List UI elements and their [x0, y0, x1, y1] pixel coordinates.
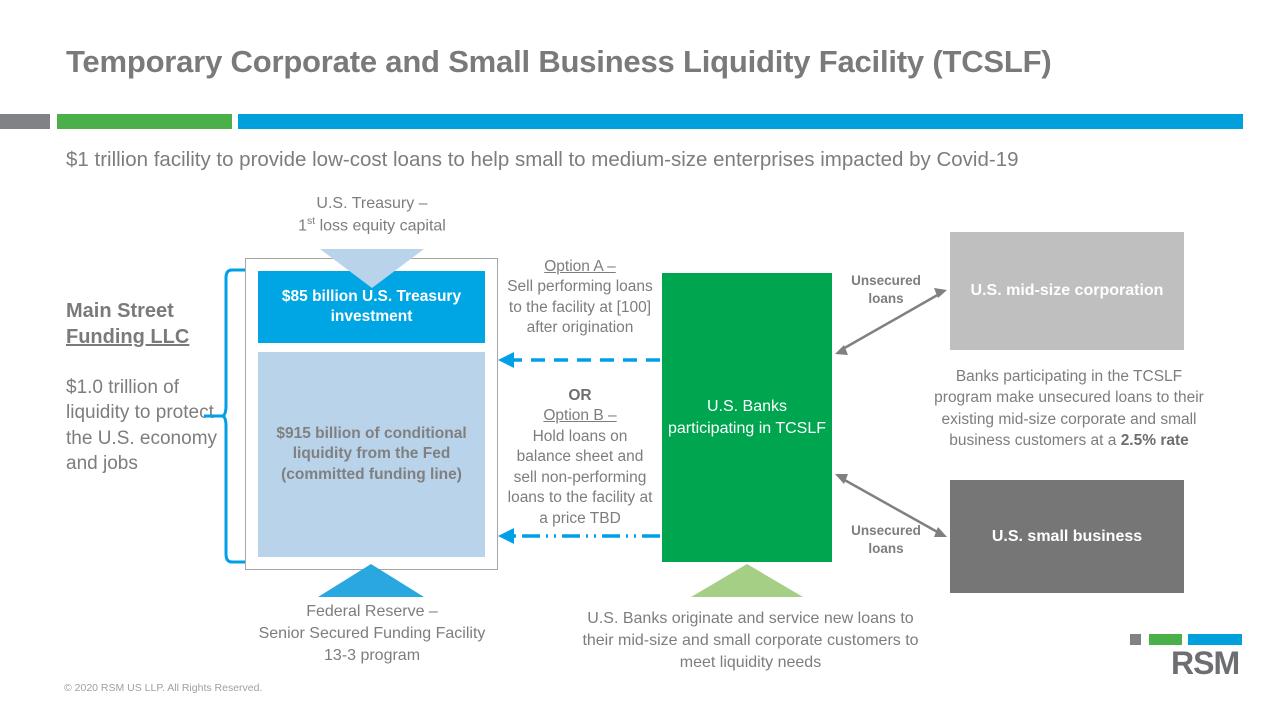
option-b-body: Hold loans on balance sheet and sell non…: [507, 427, 653, 527]
treasury-source-ordinal-suffix: st: [307, 215, 316, 227]
option-a-text: Option A – Sell performing loans to the …: [505, 257, 655, 339]
entity-name-line1: Main Street: [66, 300, 174, 322]
entity-name-line2: Funding LLC: [66, 326, 190, 349]
header-rule-blue: [238, 114, 1243, 129]
banks-up-arrow-icon: [691, 564, 803, 597]
entity-description: $1.0 trillion of liquidity to protect th…: [66, 377, 218, 474]
fed-source-line2: Senior Secured Funding Facility: [258, 624, 486, 642]
tcslf-program-note: Banks participating in the TCSLF program…: [930, 366, 1208, 452]
rsm-logo: RSM: [1130, 632, 1242, 682]
rsm-logo-square-gray: [1130, 634, 1141, 645]
fed-liquidity-tranche: $915 billion of conditional liquidity fr…: [258, 352, 485, 557]
unsecured-loans-top-arrowhead-right-icon: [934, 288, 947, 298]
option-b-heading: Option B –: [543, 407, 617, 425]
us-small-business-box: U.S. small business: [950, 480, 1184, 593]
option-b-arrowhead-icon: [498, 528, 514, 544]
option-a-arrowhead-icon: [498, 352, 514, 368]
unsecured-loans-bottom-arrowhead-left-icon: [835, 474, 848, 484]
rsm-logo-bar-blue: [1188, 634, 1242, 645]
fed-source-caption: Federal Reserve – Senior Secured Funding…: [232, 601, 512, 666]
tcslf-rate-value: 2.5% rate: [1120, 432, 1189, 450]
unsecured-loans-bottom-arrowhead-right-icon: [934, 527, 947, 537]
header-rule-gray: [0, 114, 50, 129]
option-a-body: Sell performing loans to the facility at…: [507, 278, 653, 337]
fed-source-line1: Federal Reserve –: [306, 603, 438, 620]
treasury-source-caption: U.S. Treasury – 1st loss equity capital: [252, 193, 492, 237]
option-b-text: OR Option B – Hold loans on balance shee…: [505, 386, 655, 529]
unsecured-loans-label-bottom: Unsecured loans: [851, 523, 921, 556]
treasury-source-line1: U.S. Treasury –: [316, 195, 428, 212]
fed-source-line3: 13-3 program: [323, 646, 421, 664]
tcslf-program-note-text: Banks participating in the TCSLF program…: [934, 368, 1204, 450]
header-rule-green: [57, 114, 232, 129]
us-midsize-corporation-box: U.S. mid-size corporation: [950, 232, 1184, 350]
copyright-text: © 2020 RSM US LLP. All Rights Reserved.: [64, 682, 263, 694]
or-label: OR: [568, 387, 592, 404]
treasury-investment-tranche: $85 billion U.S. Treasury investment: [258, 271, 485, 343]
entity-name: Main Street Funding LLC: [66, 298, 246, 351]
option-a-heading: Option A –: [544, 258, 616, 275]
page-subtitle: $1 trillion facility to provide low-cost…: [66, 148, 1019, 171]
unsecured-loans-label-top: Unsecured loans: [851, 273, 921, 306]
banks-origination-caption: U.S. Banks originate and service new loa…: [582, 610, 919, 671]
page-title: Temporary Corporate and Small Business L…: [66, 44, 1052, 79]
rsm-logo-wordmark: RSM: [1171, 645, 1240, 681]
unsecured-loans-top-arrowhead-left-icon: [835, 345, 848, 355]
treasury-source-ordinal: 1: [298, 216, 308, 234]
rsm-logo-bar-green: [1149, 634, 1182, 645]
treasury-source-line2: loss equity capital: [315, 216, 446, 234]
us-banks-participating-box: U.S. Banks participating in TCSLF: [662, 273, 832, 562]
